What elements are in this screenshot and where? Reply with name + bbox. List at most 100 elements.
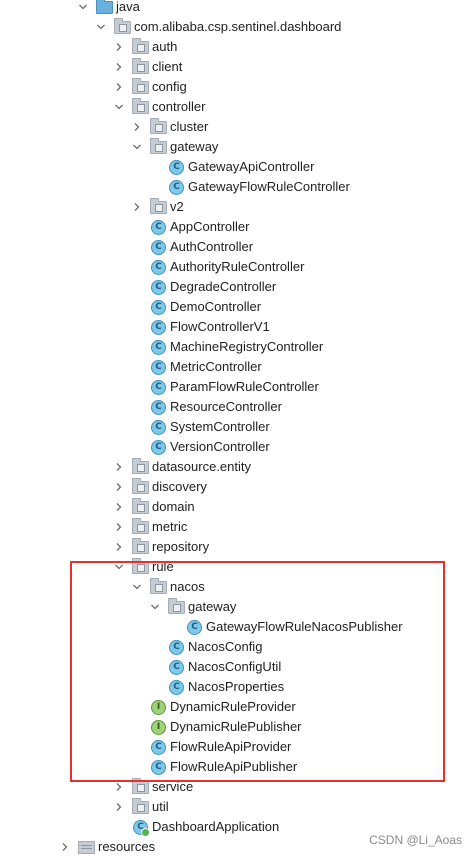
tree-item[interactable]: domain bbox=[0, 497, 476, 517]
tree-item-label: discovery bbox=[152, 479, 207, 494]
tree-item[interactable]: rule bbox=[0, 557, 476, 577]
chevron-down-icon[interactable] bbox=[76, 0, 90, 17]
tree-item[interactable]: C SystemController bbox=[0, 417, 476, 437]
tree-item-label: ParamFlowRuleController bbox=[170, 379, 319, 394]
chevron-down-icon[interactable] bbox=[148, 597, 162, 617]
tree-item[interactable]: client bbox=[0, 57, 476, 77]
chevron-right-icon[interactable] bbox=[112, 477, 126, 497]
tree-item[interactable]: repository bbox=[0, 537, 476, 557]
tree-item-label: DashboardApplication bbox=[152, 819, 280, 834]
class-icon: C bbox=[151, 360, 166, 375]
tree-item[interactable]: java bbox=[0, 0, 476, 17]
tree-item[interactable]: gateway bbox=[0, 137, 476, 157]
tree-item[interactable]: util bbox=[0, 797, 476, 817]
class-icon: C bbox=[151, 760, 166, 775]
tree-item-label: datasource.entity bbox=[152, 459, 252, 474]
chevron-down-icon[interactable] bbox=[94, 17, 108, 37]
class-icon: C bbox=[169, 640, 184, 655]
tree-item[interactable]: discovery bbox=[0, 477, 476, 497]
chevron-right-icon[interactable] bbox=[112, 517, 126, 537]
chevron-right-icon[interactable] bbox=[130, 197, 144, 217]
tree-item-label: AuthController bbox=[170, 239, 254, 254]
class-icon: C bbox=[151, 440, 166, 455]
chevron-right-icon[interactable] bbox=[112, 797, 126, 817]
chevron-right-icon[interactable] bbox=[112, 77, 126, 97]
tree-item[interactable]: nacos bbox=[0, 577, 476, 597]
tree-item-label: gateway bbox=[170, 139, 219, 154]
chevron-down-icon[interactable] bbox=[130, 577, 144, 597]
tree-item-label: GatewayFlowRuleController bbox=[188, 179, 350, 194]
chevron-down-icon[interactable] bbox=[112, 97, 126, 117]
class-icon: C bbox=[151, 420, 166, 435]
tree-item[interactable]: resources bbox=[0, 837, 476, 857]
class-icon: C bbox=[151, 220, 166, 235]
resources-folder-icon bbox=[78, 841, 95, 854]
chevron-right-icon[interactable] bbox=[112, 537, 126, 557]
package-icon bbox=[132, 458, 149, 474]
chevron-right-icon[interactable] bbox=[112, 37, 126, 57]
tree-item-label: auth bbox=[152, 39, 178, 54]
chevron-right-icon[interactable] bbox=[130, 117, 144, 137]
tree-item-label: domain bbox=[152, 499, 195, 514]
chevron-right-icon[interactable] bbox=[112, 457, 126, 477]
chevron-right-icon[interactable] bbox=[112, 57, 126, 77]
tree-item-label: ResourceController bbox=[170, 399, 282, 414]
tree-item[interactable]: datasource.entity bbox=[0, 457, 476, 477]
application-class-icon: C bbox=[133, 820, 150, 837]
tree-item[interactable]: controller bbox=[0, 97, 476, 117]
tree-item-label: FlowRuleApiProvider bbox=[170, 739, 292, 754]
interface-icon: I bbox=[151, 700, 166, 715]
tree-item-label: com.alibaba.csp.sentinel.dashboard bbox=[134, 19, 342, 34]
class-icon: C bbox=[169, 160, 184, 175]
watermark: CSDN @Li_Aoas bbox=[369, 833, 462, 847]
package-icon bbox=[150, 138, 167, 154]
chevron-right-icon[interactable] bbox=[112, 777, 126, 797]
tree-item-label: resources bbox=[98, 839, 156, 854]
tree-item[interactable]: auth bbox=[0, 37, 476, 57]
tree-item-label: v2 bbox=[170, 199, 184, 214]
tree-item[interactable]: config bbox=[0, 77, 476, 97]
tree-item-label: cluster bbox=[170, 119, 209, 134]
chevron-right-icon[interactable] bbox=[112, 497, 126, 517]
class-icon: C bbox=[151, 320, 166, 335]
tree-item[interactable]: com.alibaba.csp.sentinel.dashboard bbox=[0, 17, 476, 37]
tree-item-label: client bbox=[152, 59, 183, 74]
chevron-down-icon[interactable] bbox=[130, 137, 144, 157]
tree-item[interactable]: cluster bbox=[0, 117, 476, 137]
tree-item-label: SystemController bbox=[170, 419, 270, 434]
chevron-right-icon[interactable] bbox=[58, 837, 72, 857]
chevron-down-icon[interactable] bbox=[112, 557, 126, 577]
tree-item-label: gateway bbox=[188, 599, 237, 614]
tree-item[interactable]: v2 bbox=[0, 197, 476, 217]
package-icon bbox=[132, 38, 149, 54]
package-icon bbox=[132, 558, 149, 574]
tree-item[interactable]: metric bbox=[0, 517, 476, 537]
tree-item[interactable]: gateway bbox=[0, 597, 476, 617]
tree-item[interactable]: service bbox=[0, 777, 476, 797]
package-icon bbox=[132, 98, 149, 114]
class-icon: C bbox=[151, 280, 166, 295]
